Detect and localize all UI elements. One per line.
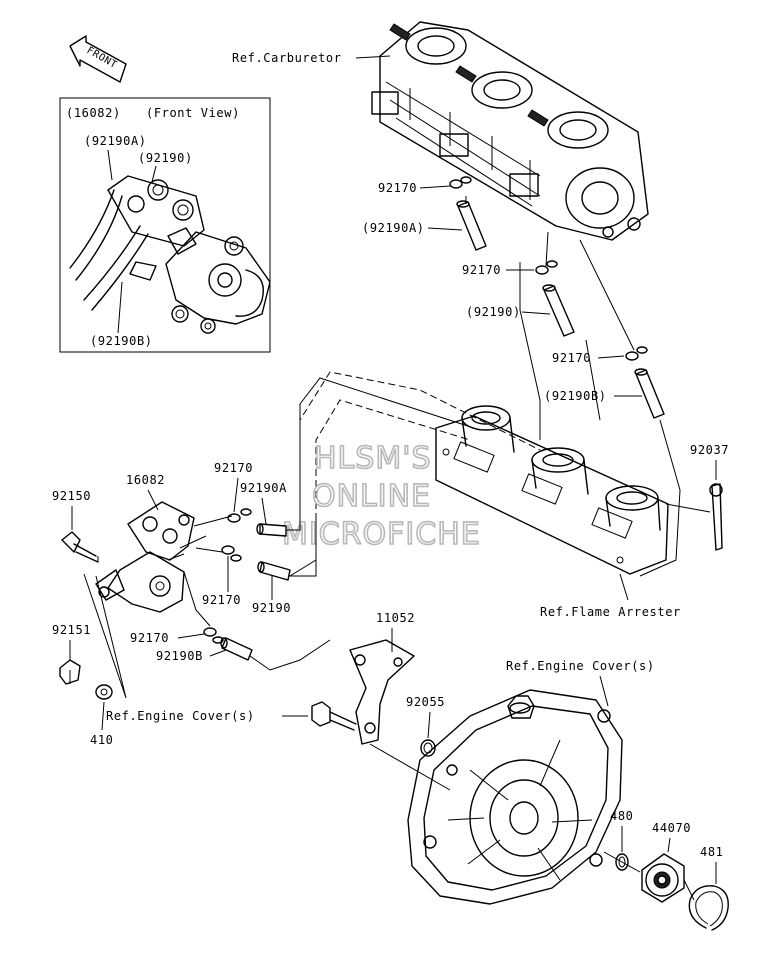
watermark-line3: MICROFICHE xyxy=(282,517,481,552)
inset-label-92190b: (92190B) xyxy=(90,334,153,348)
clip-92170-a-icon xyxy=(227,508,252,523)
label-92170-mid: 92170 xyxy=(462,263,501,277)
front-view-inset: (16082) (Front View) (92190A) (92190) (9… xyxy=(59,97,271,353)
o-ring-92055-icon xyxy=(420,739,436,757)
bracket-11052-icon xyxy=(349,639,415,745)
label-481: 481 xyxy=(700,845,723,859)
label-ref-engine-cover-left: Ref.Engine Cover(s) xyxy=(106,709,255,723)
inset-label-92190a: (92190A) xyxy=(84,134,147,148)
front-arrow-label: FRONT xyxy=(85,45,119,71)
label-ref-carburetor: Ref.Carburetor xyxy=(232,51,342,65)
front-arrow-icon: FRONT xyxy=(69,35,127,83)
bolt-92151-icon xyxy=(59,659,81,685)
hose-92190b-icon xyxy=(220,637,253,661)
label-ref-flame-arrester: Ref.Flame Arrester xyxy=(540,605,681,619)
hose-92190a-right-icon xyxy=(456,200,487,251)
label-92170-low: 92170 xyxy=(552,351,591,365)
engine-cover-icon xyxy=(407,689,623,905)
inset-bypass-valve-icon xyxy=(69,175,271,334)
flame-arrester-icon xyxy=(435,405,669,575)
bolt-engine-cover-icon xyxy=(311,701,357,731)
label-11052: 11052 xyxy=(376,611,415,625)
bolt-92150-icon xyxy=(61,531,99,563)
hose-92190b-right-icon xyxy=(634,368,665,419)
clip-92170-top-icon xyxy=(449,176,472,189)
label-92190a: 92190A xyxy=(240,481,287,495)
label-92151: 92151 xyxy=(52,623,91,637)
label-92170-b: 92170 xyxy=(202,593,241,607)
label-410: 410 xyxy=(90,733,113,747)
hose-92190a-icon xyxy=(256,523,287,537)
bypass-valve-16082-icon xyxy=(95,501,207,613)
label-92190a-right: (92190A) xyxy=(362,221,425,235)
cable-tie-92037-icon xyxy=(709,483,723,551)
bearing-44070-icon xyxy=(641,853,685,903)
label-44070: 44070 xyxy=(652,821,691,835)
clip-92170-c-icon xyxy=(203,627,224,644)
label-92190b: 92190B xyxy=(156,649,203,663)
inset-title-view: (Front View) xyxy=(146,106,240,120)
label-92055: 92055 xyxy=(406,695,445,709)
label-92170-top: 92170 xyxy=(378,181,417,195)
label-92037: 92037 xyxy=(690,443,729,457)
label-92190b-right: (92190B) xyxy=(544,389,607,403)
hose-92190-right-icon xyxy=(542,284,575,337)
watermark-line2: ONLINE xyxy=(312,479,431,514)
clip-92170-b-icon xyxy=(221,545,242,562)
label-92190: 92190 xyxy=(252,601,291,615)
clip-92170-mid-icon xyxy=(535,260,558,275)
clip-92170-low-icon xyxy=(625,346,648,361)
inset-title-part: (16082) xyxy=(66,106,121,120)
label-16082: 16082 xyxy=(126,473,165,487)
inset-label-92190: (92190) xyxy=(138,151,193,165)
hose-92190-icon xyxy=(257,561,291,581)
watermark-line1: HLSM'S xyxy=(314,441,432,476)
o-ring-480-icon xyxy=(615,853,629,871)
label-92170-c: 92170 xyxy=(130,631,169,645)
label-ref-engine-cover-right: Ref.Engine Cover(s) xyxy=(506,659,655,673)
watermark: HLSM'S ONLINE MICROFICHE xyxy=(281,440,481,553)
label-92150: 92150 xyxy=(52,489,91,503)
label-92170-a: 92170 xyxy=(214,461,253,475)
washer-410-icon xyxy=(95,684,113,700)
label-480: 480 xyxy=(610,809,633,823)
label-92190-right: (92190) xyxy=(466,305,521,319)
carburetor-assembly-icon xyxy=(371,21,649,241)
circlip-481-icon xyxy=(688,885,729,931)
